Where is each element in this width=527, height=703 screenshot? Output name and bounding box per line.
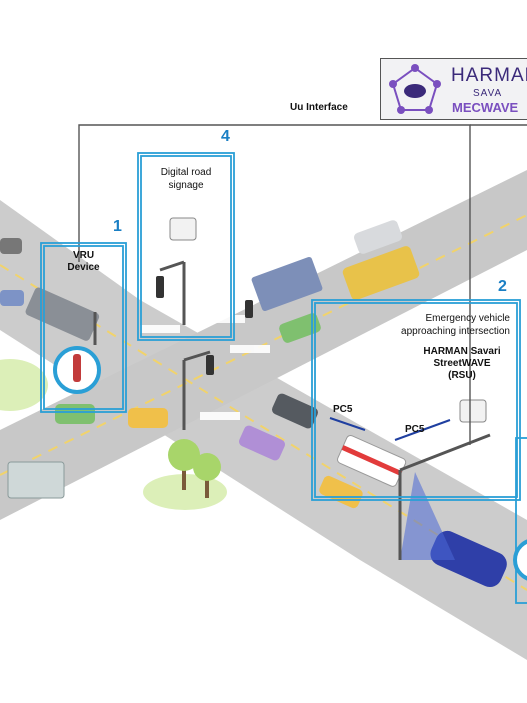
callout-box-4 bbox=[137, 152, 235, 341]
sensor-beam bbox=[400, 472, 455, 560]
car-dark bbox=[272, 393, 318, 429]
truck-left bbox=[7, 461, 65, 499]
car-silver-top bbox=[354, 220, 402, 254]
car-green-left bbox=[55, 404, 95, 424]
callout-box-2 bbox=[311, 299, 521, 501]
traffic-poles bbox=[93, 260, 491, 560]
rsu-device-icon bbox=[459, 399, 487, 423]
callout-box-1 bbox=[40, 242, 127, 413]
traffic-light-top bbox=[156, 276, 164, 298]
trees bbox=[168, 439, 221, 498]
car-green-mid bbox=[279, 313, 321, 343]
lane-line-main bbox=[0, 264, 527, 591]
logo-product: MECWAVE bbox=[452, 100, 519, 115]
vru-line1: VRU bbox=[72, 250, 95, 261]
car-left-top bbox=[0, 238, 22, 254]
pc5-line-a bbox=[329, 417, 366, 431]
road-main bbox=[0, 200, 527, 660]
pedestrian-icon bbox=[73, 354, 81, 382]
truck-blue bbox=[251, 256, 323, 312]
grass-patch-left bbox=[0, 359, 48, 411]
digital-signage-line2: signage bbox=[168, 180, 204, 191]
car-purple bbox=[239, 425, 285, 461]
pc5-label-a: PC5 bbox=[333, 404, 353, 415]
emergency-vehicle-label: Emergency vehicle approaching intersecti… bbox=[380, 312, 510, 338]
callout-number-1: 1 bbox=[113, 218, 122, 235]
logo-brand: HARMAN bbox=[451, 65, 527, 86]
callout-box-partial bbox=[515, 437, 527, 604]
bus-yellow bbox=[342, 246, 420, 300]
vru-device-label: VRU Device bbox=[46, 250, 121, 274]
uu-interface-label: Uu Interface bbox=[290, 102, 348, 113]
network-cloud-icon bbox=[389, 64, 441, 114]
shuttle-bus bbox=[430, 530, 507, 588]
logo-sub: SAVA bbox=[473, 88, 503, 99]
car-yellow-left bbox=[128, 408, 168, 428]
harman-mecwave-logo: HARMAN SAVA MECWAVE bbox=[380, 58, 527, 120]
car-left-blue bbox=[0, 290, 24, 306]
traffic-light-center bbox=[206, 355, 214, 375]
rsu-line2: StreetWAVE bbox=[433, 358, 491, 369]
callout-number-4: 4 bbox=[221, 128, 230, 145]
traffic-light-right bbox=[245, 300, 253, 318]
vru-line2: Device bbox=[67, 262, 100, 273]
rsu-label: HARMAN Savari StreetWAVE (RSU) bbox=[412, 346, 512, 382]
pc5-line-b bbox=[394, 419, 451, 441]
rsu-line3: (RSU) bbox=[448, 370, 476, 381]
signage-device-icon bbox=[169, 217, 197, 241]
digital-signage-label: Digital road signage bbox=[142, 166, 230, 192]
emergency-line2: approaching intersection bbox=[401, 326, 510, 337]
bottom-right-circle bbox=[513, 539, 527, 581]
pc5-label-b: PC5 bbox=[405, 424, 425, 435]
rsu-line1: HARMAN Savari bbox=[423, 346, 501, 357]
emergency-line1: Emergency vehicle bbox=[425, 313, 510, 324]
callout-number-2: 2 bbox=[498, 278, 507, 295]
uu-interface-lines bbox=[78, 124, 527, 445]
digital-signage-line1: Digital road bbox=[160, 167, 212, 178]
crosswalks bbox=[140, 315, 270, 420]
callout-boxes bbox=[40, 152, 527, 604]
